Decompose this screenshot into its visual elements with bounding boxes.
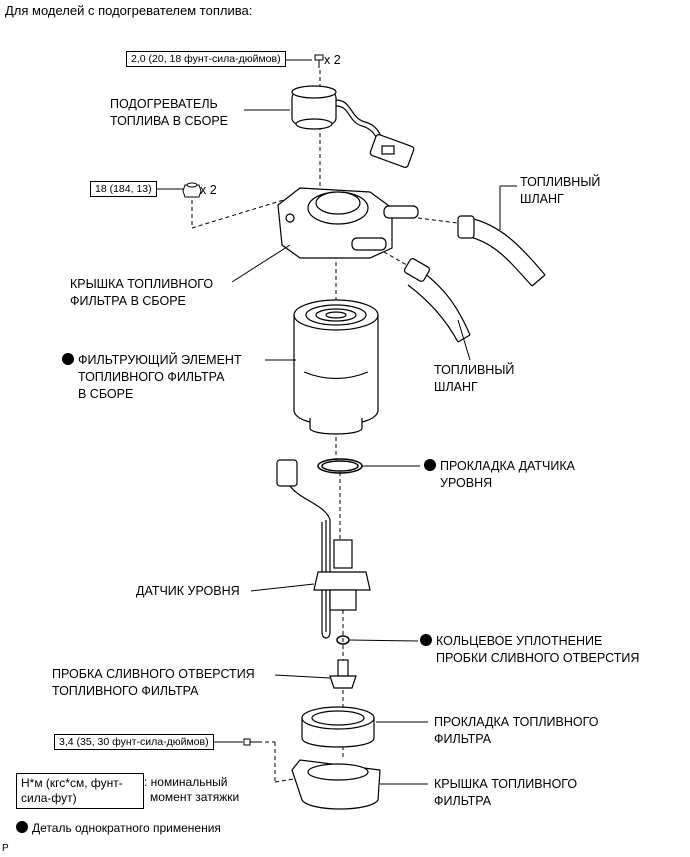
torque-heater-screw: 2,0 (20, 18 фунт-сила-дюймов) [126,51,286,67]
label-level-sensor: ДАТЧИК УРОВНЯ [136,584,240,598]
sensor-gasket-drawing [317,458,363,474]
torque-drain-screw: 3,4 (35, 30 фунт-сила-дюймов) [54,734,214,750]
drain-screw-icon [243,738,258,746]
fuel-heater-drawing [291,85,415,168]
fuel-hose-upper-drawing [457,215,546,287]
nonreusable-dot-icon [424,459,436,471]
filter-element-drawing [293,299,379,435]
drain-plug-drawing [329,659,357,689]
fuel-hose-lower-drawing [403,258,471,343]
filter-cover-drawing [291,759,381,810]
page-title: Для моделей с подогревателем топлива: [5,3,253,18]
cover-nut-icon [182,182,202,198]
nonreusable-dot-icon [62,353,74,365]
label-filter-element: ФИЛЬТРУЮЩИЙ ЭЛЕМЕНТ ТОПЛИВНОГО ФИЛЬТРА В… [62,352,242,403]
footer-code: P [2,843,9,854]
heater-screw-icon [314,54,324,68]
legend-unit-box: Н*м (кгс*см, фунт-сила-фут) [16,773,144,809]
nonreusable-dot-icon [420,634,432,646]
heater-screw-qty: x 2 [324,53,341,67]
legend-nonreusable: Деталь однократного применения [16,820,221,837]
label-drain-oring: КОЛЬЦЕВОЕ УПЛОТНЕНИЕ ПРОБКИ СЛИВНОГО ОТВ… [420,633,639,667]
drain-oring-drawing [336,635,350,645]
filter-gasket-drawing [301,706,375,748]
legend-unit-description: : номинальный момент затяжки [144,775,240,804]
cover-nut-qty: x 2 [200,183,217,197]
filter-cover-assembly-drawing [277,187,419,259]
label-sensor-gasket: ПРОКЛАДКА ДАТЧИКА УРОВНЯ [424,458,575,492]
leader-lines [154,59,517,785]
nonreusable-dot-icon [16,821,28,833]
level-sensor-drawing [276,459,371,639]
torque-cover-nut: 18 (184, 13) [90,181,157,197]
